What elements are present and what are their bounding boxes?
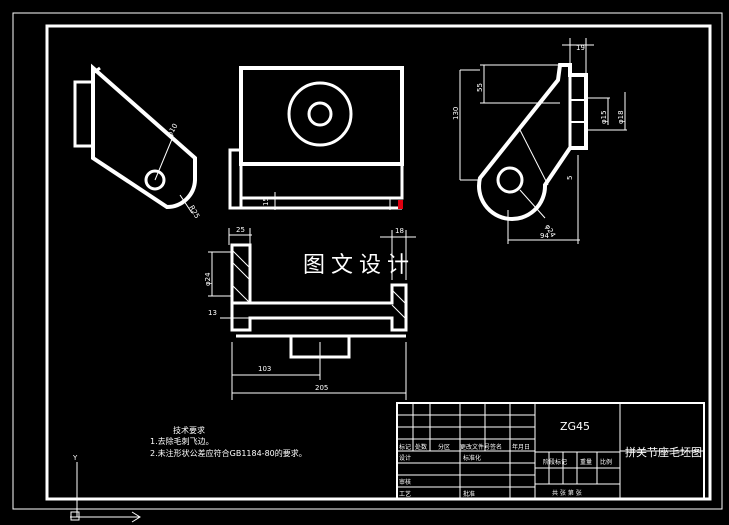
ucs-icon[interactable] — [70, 462, 141, 523]
dim-r-boss: R25 — [187, 204, 201, 220]
tb-standardize: 标准化 — [463, 454, 481, 462]
right-view — [459, 38, 627, 244]
drawing-title: 拼关节座毛坯图 — [625, 445, 702, 459]
side-view — [73, 63, 197, 214]
tb-count: 处数 — [415, 443, 427, 451]
dim-height-55: 55 — [476, 83, 484, 92]
dim-front-depth: 15 — [262, 197, 270, 206]
section-view — [208, 228, 416, 400]
notes-line-2: 2.未注形状公差应符合GB1184-80的要求。 — [150, 448, 307, 458]
dim-width-103: 103 — [258, 365, 271, 373]
dim-d-15: φ15 — [600, 110, 608, 124]
ucs-y-label: Y — [72, 454, 78, 462]
dim-top-width: 19 — [576, 44, 585, 52]
dim-d-18: φ18 — [617, 110, 625, 124]
tb-weight: 重量 — [580, 458, 592, 466]
dim-d-24-left: φ24 — [204, 272, 212, 286]
notes-line-1: 1.去除毛刺飞边。 — [150, 436, 214, 446]
tb-sign: 签名 — [490, 443, 502, 451]
dim-offset-5: 5 — [566, 176, 574, 180]
inner-frame — [45, 24, 712, 501]
dim-left-13: 13 — [208, 309, 217, 317]
tb-change-doc: 更改文件号 — [460, 443, 490, 451]
outer-frame — [12, 12, 723, 510]
tb-date: 年月日 — [512, 443, 530, 451]
tb-approve: 批准 — [463, 490, 475, 498]
tb-process: 工艺 — [399, 490, 411, 498]
tb-scale: 比例 — [600, 458, 612, 466]
tb-zone: 分区 — [438, 443, 450, 451]
tb-review: 审核 — [399, 478, 411, 486]
tb-stage-mark: 阶段标记 — [543, 458, 567, 466]
notes-heading: 技术要求 — [173, 425, 205, 435]
dim-left-25: 25 — [236, 226, 245, 234]
tb-sheets: 共 张 第 张 — [552, 489, 582, 497]
tb-mark: 标记 — [399, 443, 411, 451]
dim-left-18: 18 — [395, 227, 404, 235]
title-block — [396, 402, 705, 500]
dim-width-205: 205 — [315, 384, 328, 392]
dim-d-upper-hole: φ10 — [166, 122, 180, 138]
tb-design: 设计 — [399, 454, 411, 462]
watermark-text: 图文设计 — [303, 253, 415, 278]
material-label: ZG45 — [560, 420, 590, 433]
red-marker — [398, 200, 403, 209]
dim-width-94: 94 — [540, 232, 549, 240]
dim-height-130: 130 — [452, 107, 460, 120]
front-view — [228, 66, 404, 210]
